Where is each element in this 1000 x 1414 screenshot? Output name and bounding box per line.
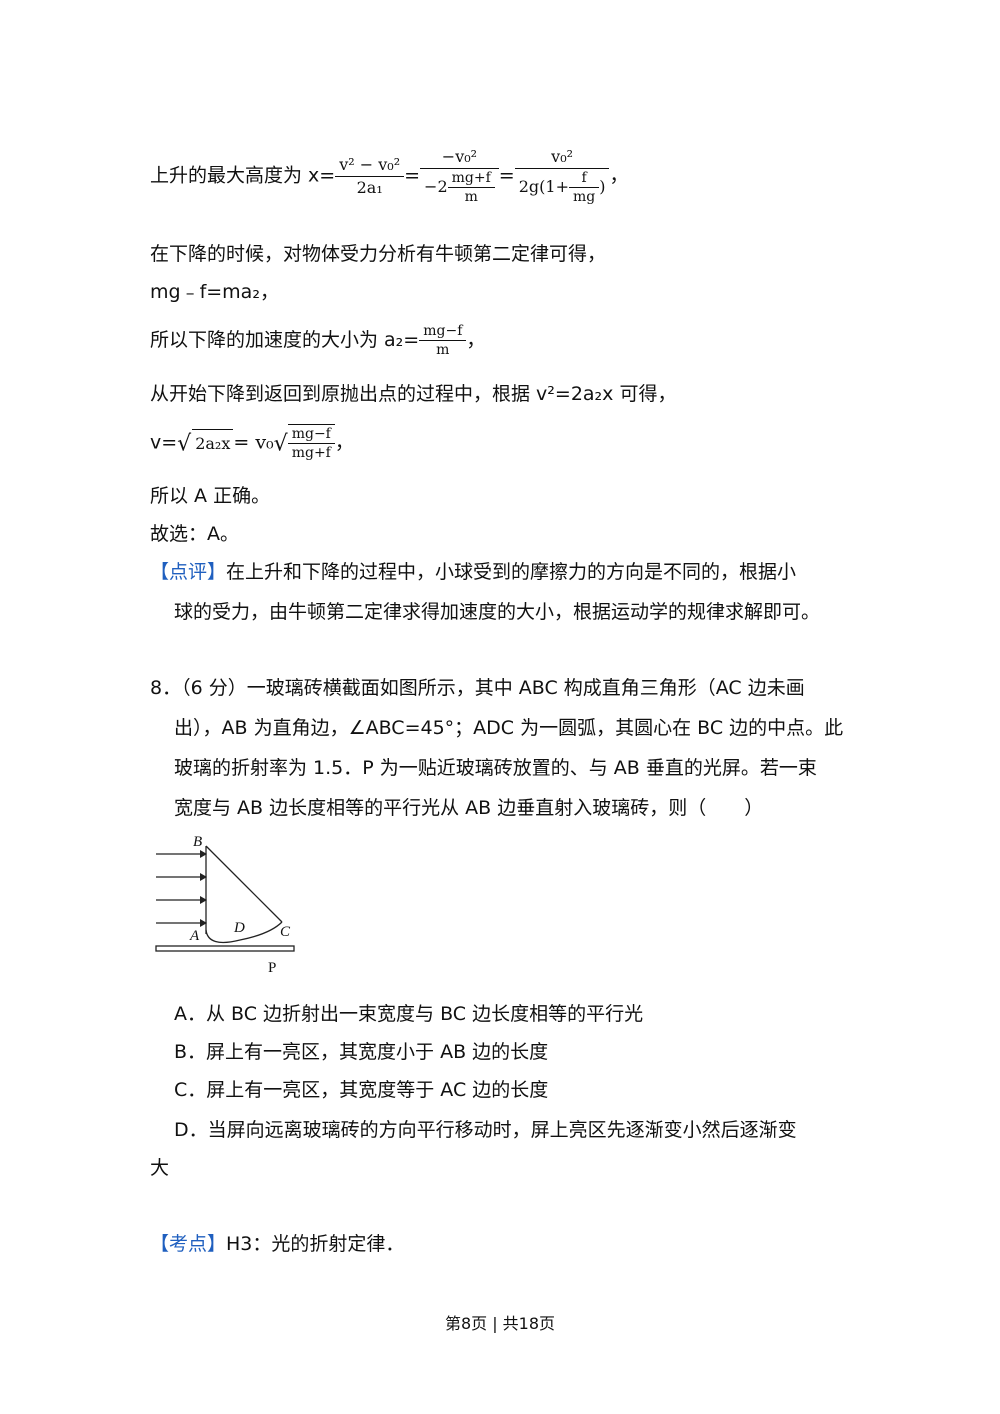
so-correct: 所以 A 正确。 — [150, 485, 271, 507]
label-c: C — [280, 924, 291, 940]
label-b: B — [193, 834, 202, 850]
option-b: B．屏上有一亮区，其宽度小于 AB 边的长度 — [174, 1041, 549, 1063]
knowledge-point-tag: 【考点】 — [150, 1233, 227, 1255]
max-height-prefix: 上升的最大高度为 x= — [150, 164, 336, 187]
page-footer: 第8页 | 共18页 — [444, 1314, 556, 1333]
option-c: C．屏上有一亮区，其宽度等于 AC 边的长度 — [174, 1079, 549, 1101]
option-d-line-1: D．当屏向远离玻璃砖的方向平行移动时，屏上亮区先逐渐变小然后逐渐变 — [174, 1119, 797, 1141]
knowledge-point: 【考点】H3：光的折射定律． — [150, 1233, 405, 1255]
arc-adc — [205, 921, 283, 944]
arrowhead-4 — [200, 919, 207, 927]
arrowhead-2 — [200, 873, 207, 881]
arrowhead-1 — [200, 850, 207, 858]
label-d: D — [233, 920, 245, 936]
descend-text: 在下降的时候，对物体受力分析有牛顿第二定律可得， — [150, 243, 607, 265]
comment-tag: 【点评】 — [150, 561, 227, 583]
option-d-line-2: 大 — [150, 1157, 170, 1179]
glass-brick-figure: B A D C P — [155, 834, 295, 976]
return-text: 从开始下降到返回到原抛出点的过程中，根据 v²=2a₂x 可得， — [150, 383, 677, 405]
arrowhead-3 — [200, 896, 207, 904]
edge-bc — [205, 845, 283, 923]
label-a: A — [189, 928, 200, 944]
comment-line-1: 【点评】在上升和下降的过程中，小球受到的摩擦力的方向是不同的，根据小 — [150, 561, 797, 583]
q8-line-1: 8．（6 分）一玻璃砖横截面如图所示，其中 ABC 构成直角三角形（AC 边未画 — [150, 677, 805, 699]
q8-line-4: 宽度与 AB 边长度相等的平行光从 AB 边垂直射入玻璃砖，则（ ） — [174, 797, 764, 819]
q8-line-3: 玻璃的折射率为 1.5．P 为一贴近玻璃砖放置的、与 AB 垂直的光屏。若一束 — [174, 757, 817, 779]
option-a: A．从 BC 边折射出一束宽度与 BC 边长度相等的平行光 — [174, 1003, 644, 1025]
screen-p — [155, 945, 295, 952]
label-p: P — [268, 960, 276, 976]
choose-answer: 故选：A。 — [150, 523, 239, 545]
q8-line-2: 出），AB 为直角边，∠ABC=45°；ADC 为一圆弧，其圆心在 BC 边的中… — [174, 717, 844, 739]
descend-equation: mg﹣f=ma₂， — [150, 281, 279, 303]
comment-line-2: 球的受力，由牛顿第二定律求得加速度的大小，根据运动学的规律求解即可。 — [174, 601, 821, 623]
